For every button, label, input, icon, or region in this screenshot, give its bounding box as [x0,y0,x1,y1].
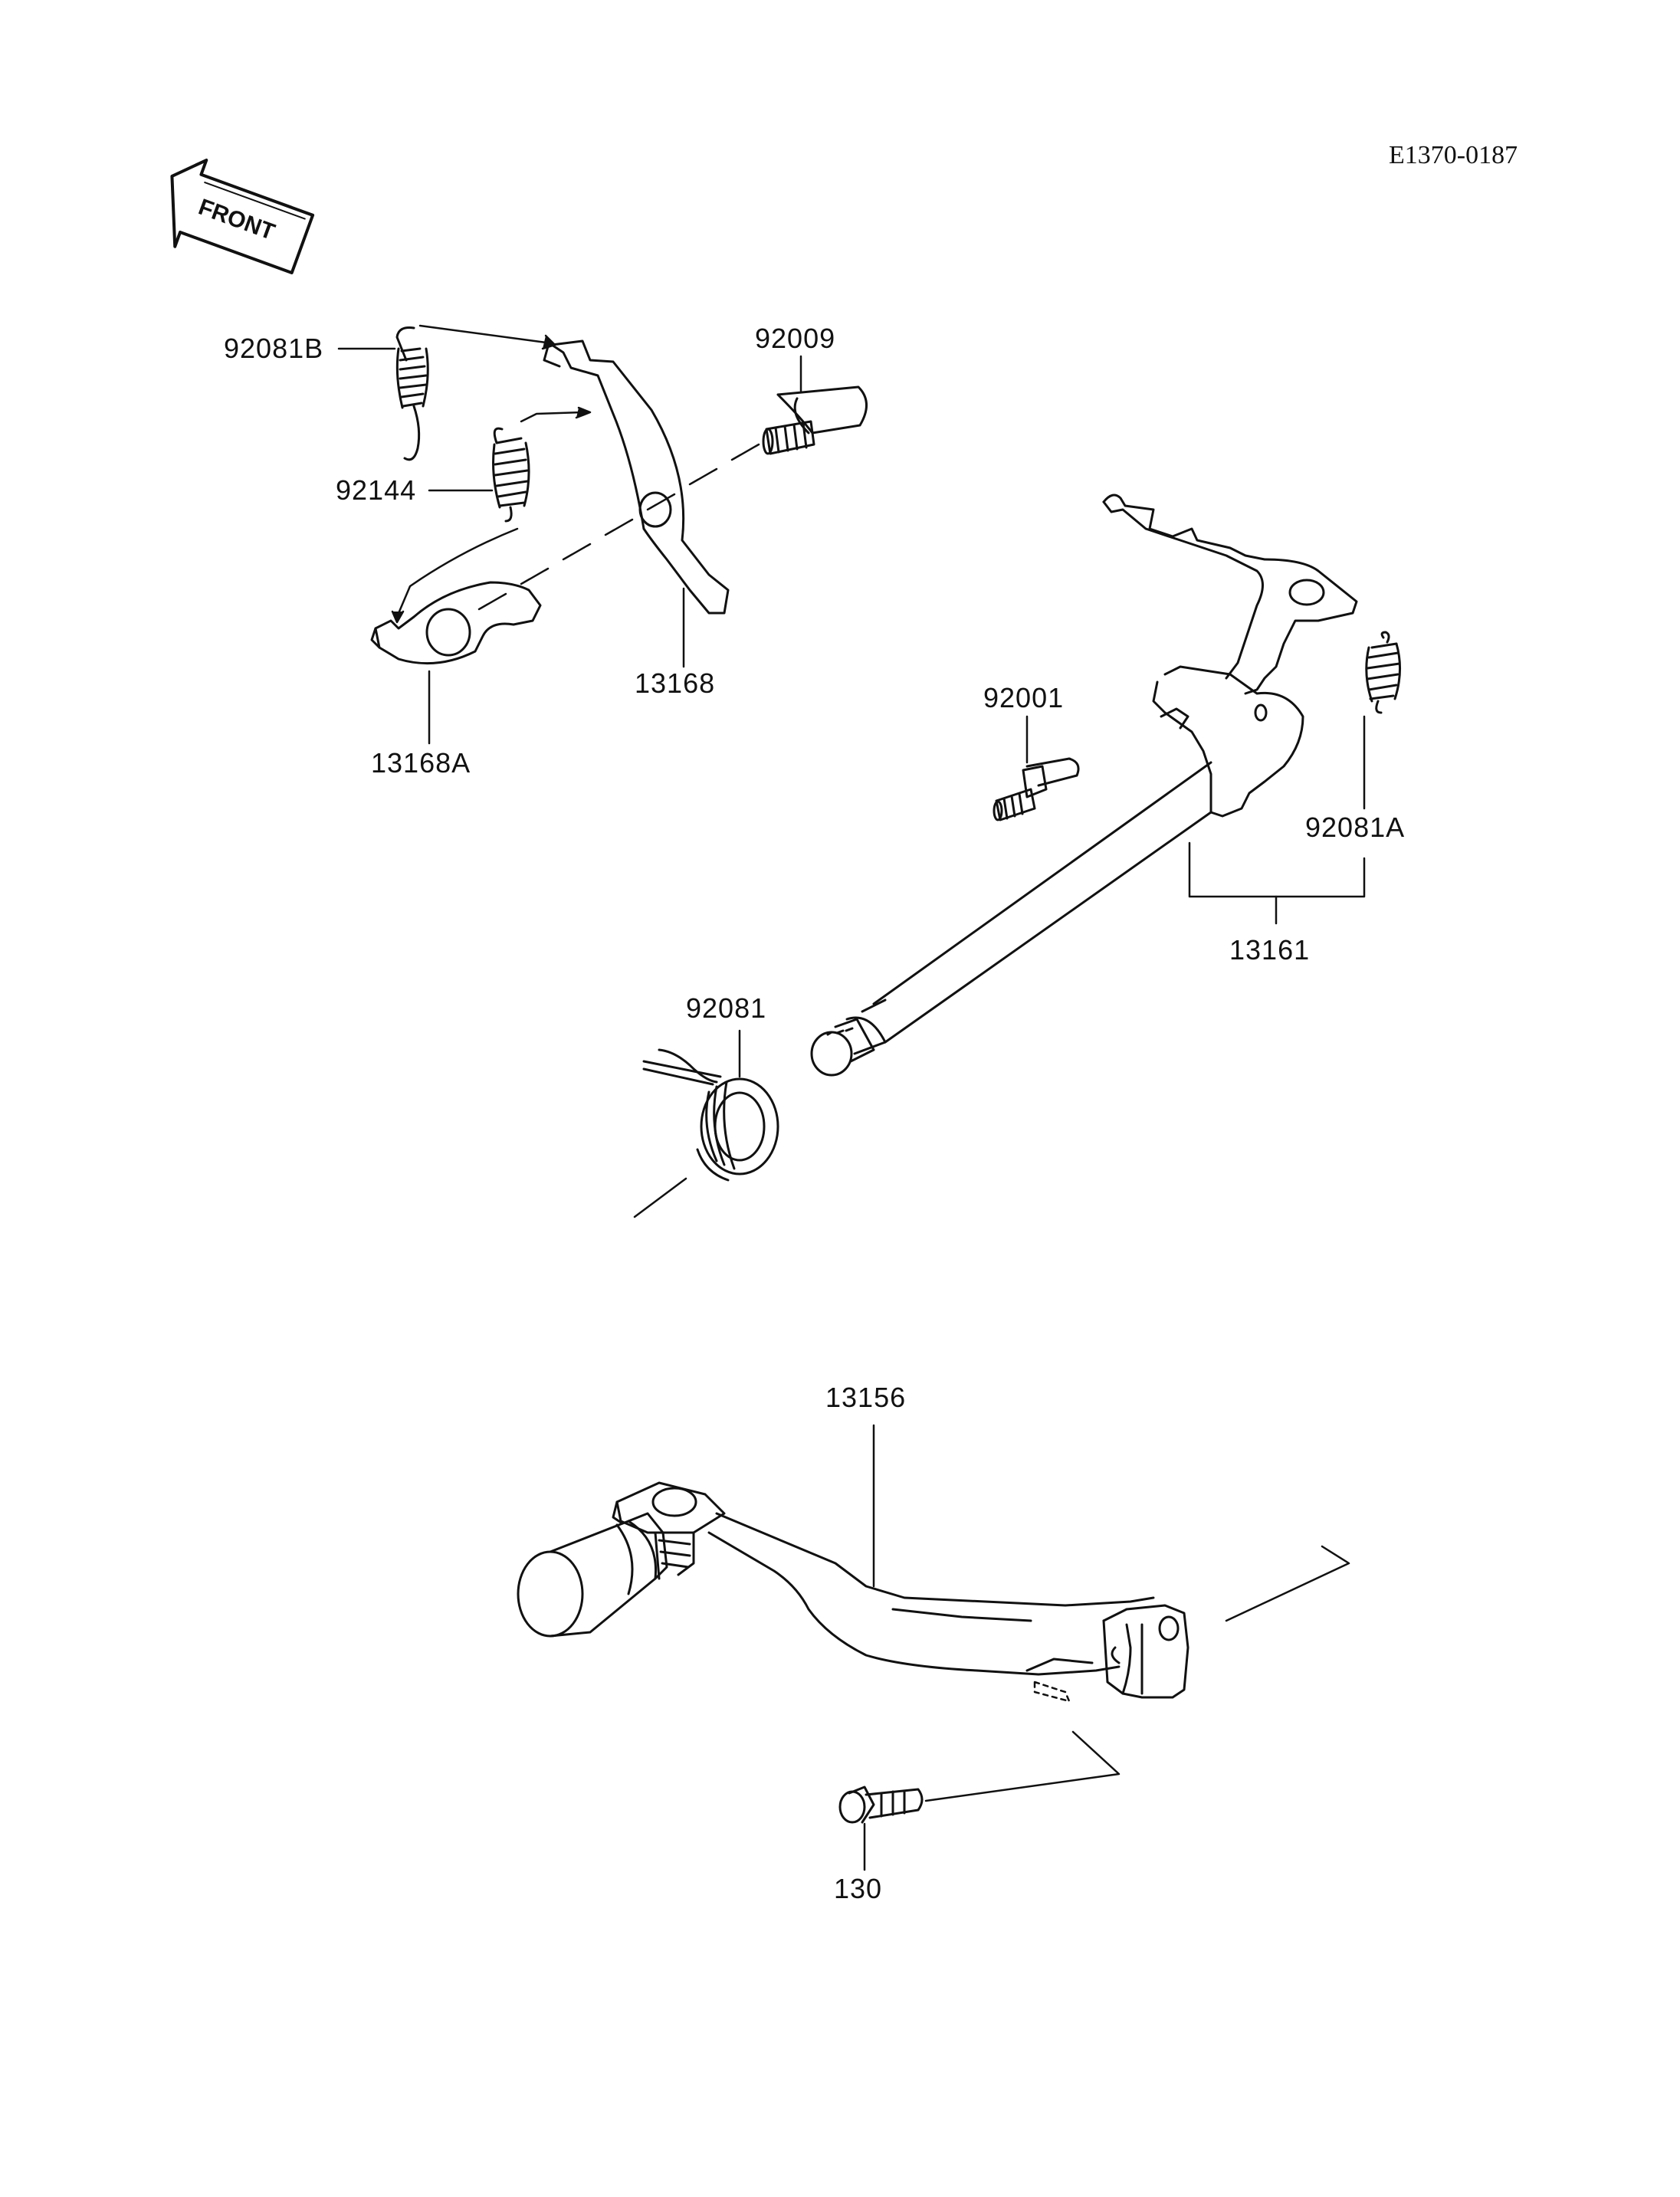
bolt-130 [838,1785,924,1824]
part-label-13161[interactable]: 13161 [1229,934,1311,966]
part-label-92081A[interactable]: 92081A [1305,812,1406,843]
part-label-92009[interactable]: 92009 [755,323,836,354]
front-arrow-icon: FRONT [170,159,315,274]
bolt-92009 [762,385,868,455]
assembly-lines [391,324,1350,1802]
lever-13168 [543,339,730,615]
spring-92081 [642,1048,779,1182]
part-label-92144[interactable]: 92144 [336,474,417,506]
part-label-130[interactable]: 130 [834,1873,883,1904]
part-label-92081[interactable]: 92081 [686,992,767,1024]
spring-92081B [395,326,429,461]
part-label-92001[interactable]: 92001 [983,682,1065,713]
part-label-92081B[interactable]: 92081B [224,333,324,364]
part-label-13156[interactable]: 13156 [825,1382,907,1413]
diagram-id: E1370-0187 [1389,141,1518,169]
shift-pedal-13156 [517,1481,1189,1699]
lever-13168A [370,581,542,665]
front-label: FRONT [195,195,278,245]
stud-92001 [993,757,1080,821]
shift-shaft-13161 [810,494,1358,1077]
leader-lines [337,347,1366,1871]
spring-92144 [492,427,530,523]
part-label-13168A[interactable]: 13168A [371,747,471,779]
part-label-13168[interactable]: 13168 [635,667,716,699]
spring-92081A [1365,631,1402,714]
